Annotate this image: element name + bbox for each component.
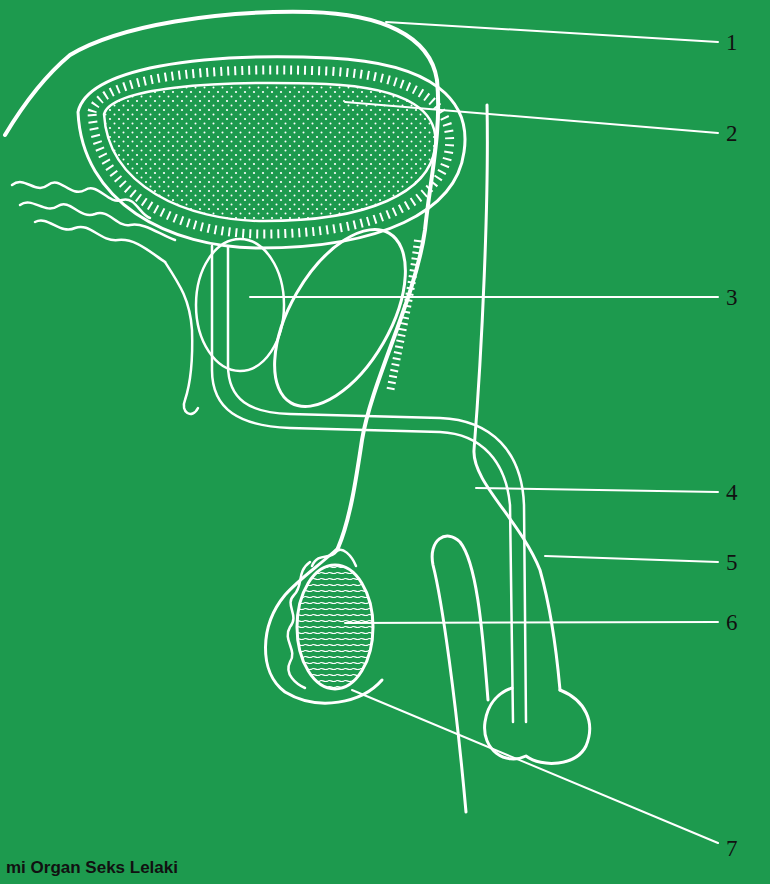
urethra-line (212, 246, 513, 722)
leader-line (250, 296, 718, 298)
bladder-wall (92, 70, 450, 234)
callout-number: 7 (726, 837, 738, 860)
penis-outline (474, 105, 560, 690)
leader-line (345, 102, 718, 133)
leader-line (352, 690, 718, 843)
leader-line (386, 22, 718, 42)
leader-line (476, 488, 718, 492)
pubic-bone (248, 208, 433, 428)
seminal-vesicle (35, 220, 165, 262)
callout-number: 4 (726, 481, 738, 504)
leader-line (545, 556, 718, 562)
vas-deferens (165, 262, 198, 414)
prostate (196, 239, 284, 371)
testis (297, 565, 373, 689)
pubic-bone-hatch (390, 240, 418, 392)
scrotum (265, 548, 382, 703)
callout-number: 3 (726, 286, 738, 309)
bladder-outer (78, 57, 465, 248)
peritoneum-line (5, 12, 438, 548)
bladder-lumen (104, 83, 436, 221)
callout-number: 6 (726, 611, 738, 634)
callout-number: 5 (726, 551, 738, 574)
leader-line (345, 622, 718, 623)
thigh-line (432, 536, 488, 812)
figure-caption: mi Organ Seks Lelaki (6, 859, 178, 878)
callout-number: 1 (726, 31, 738, 54)
callout-number: 2 (726, 122, 738, 145)
leader-lines (250, 22, 718, 843)
